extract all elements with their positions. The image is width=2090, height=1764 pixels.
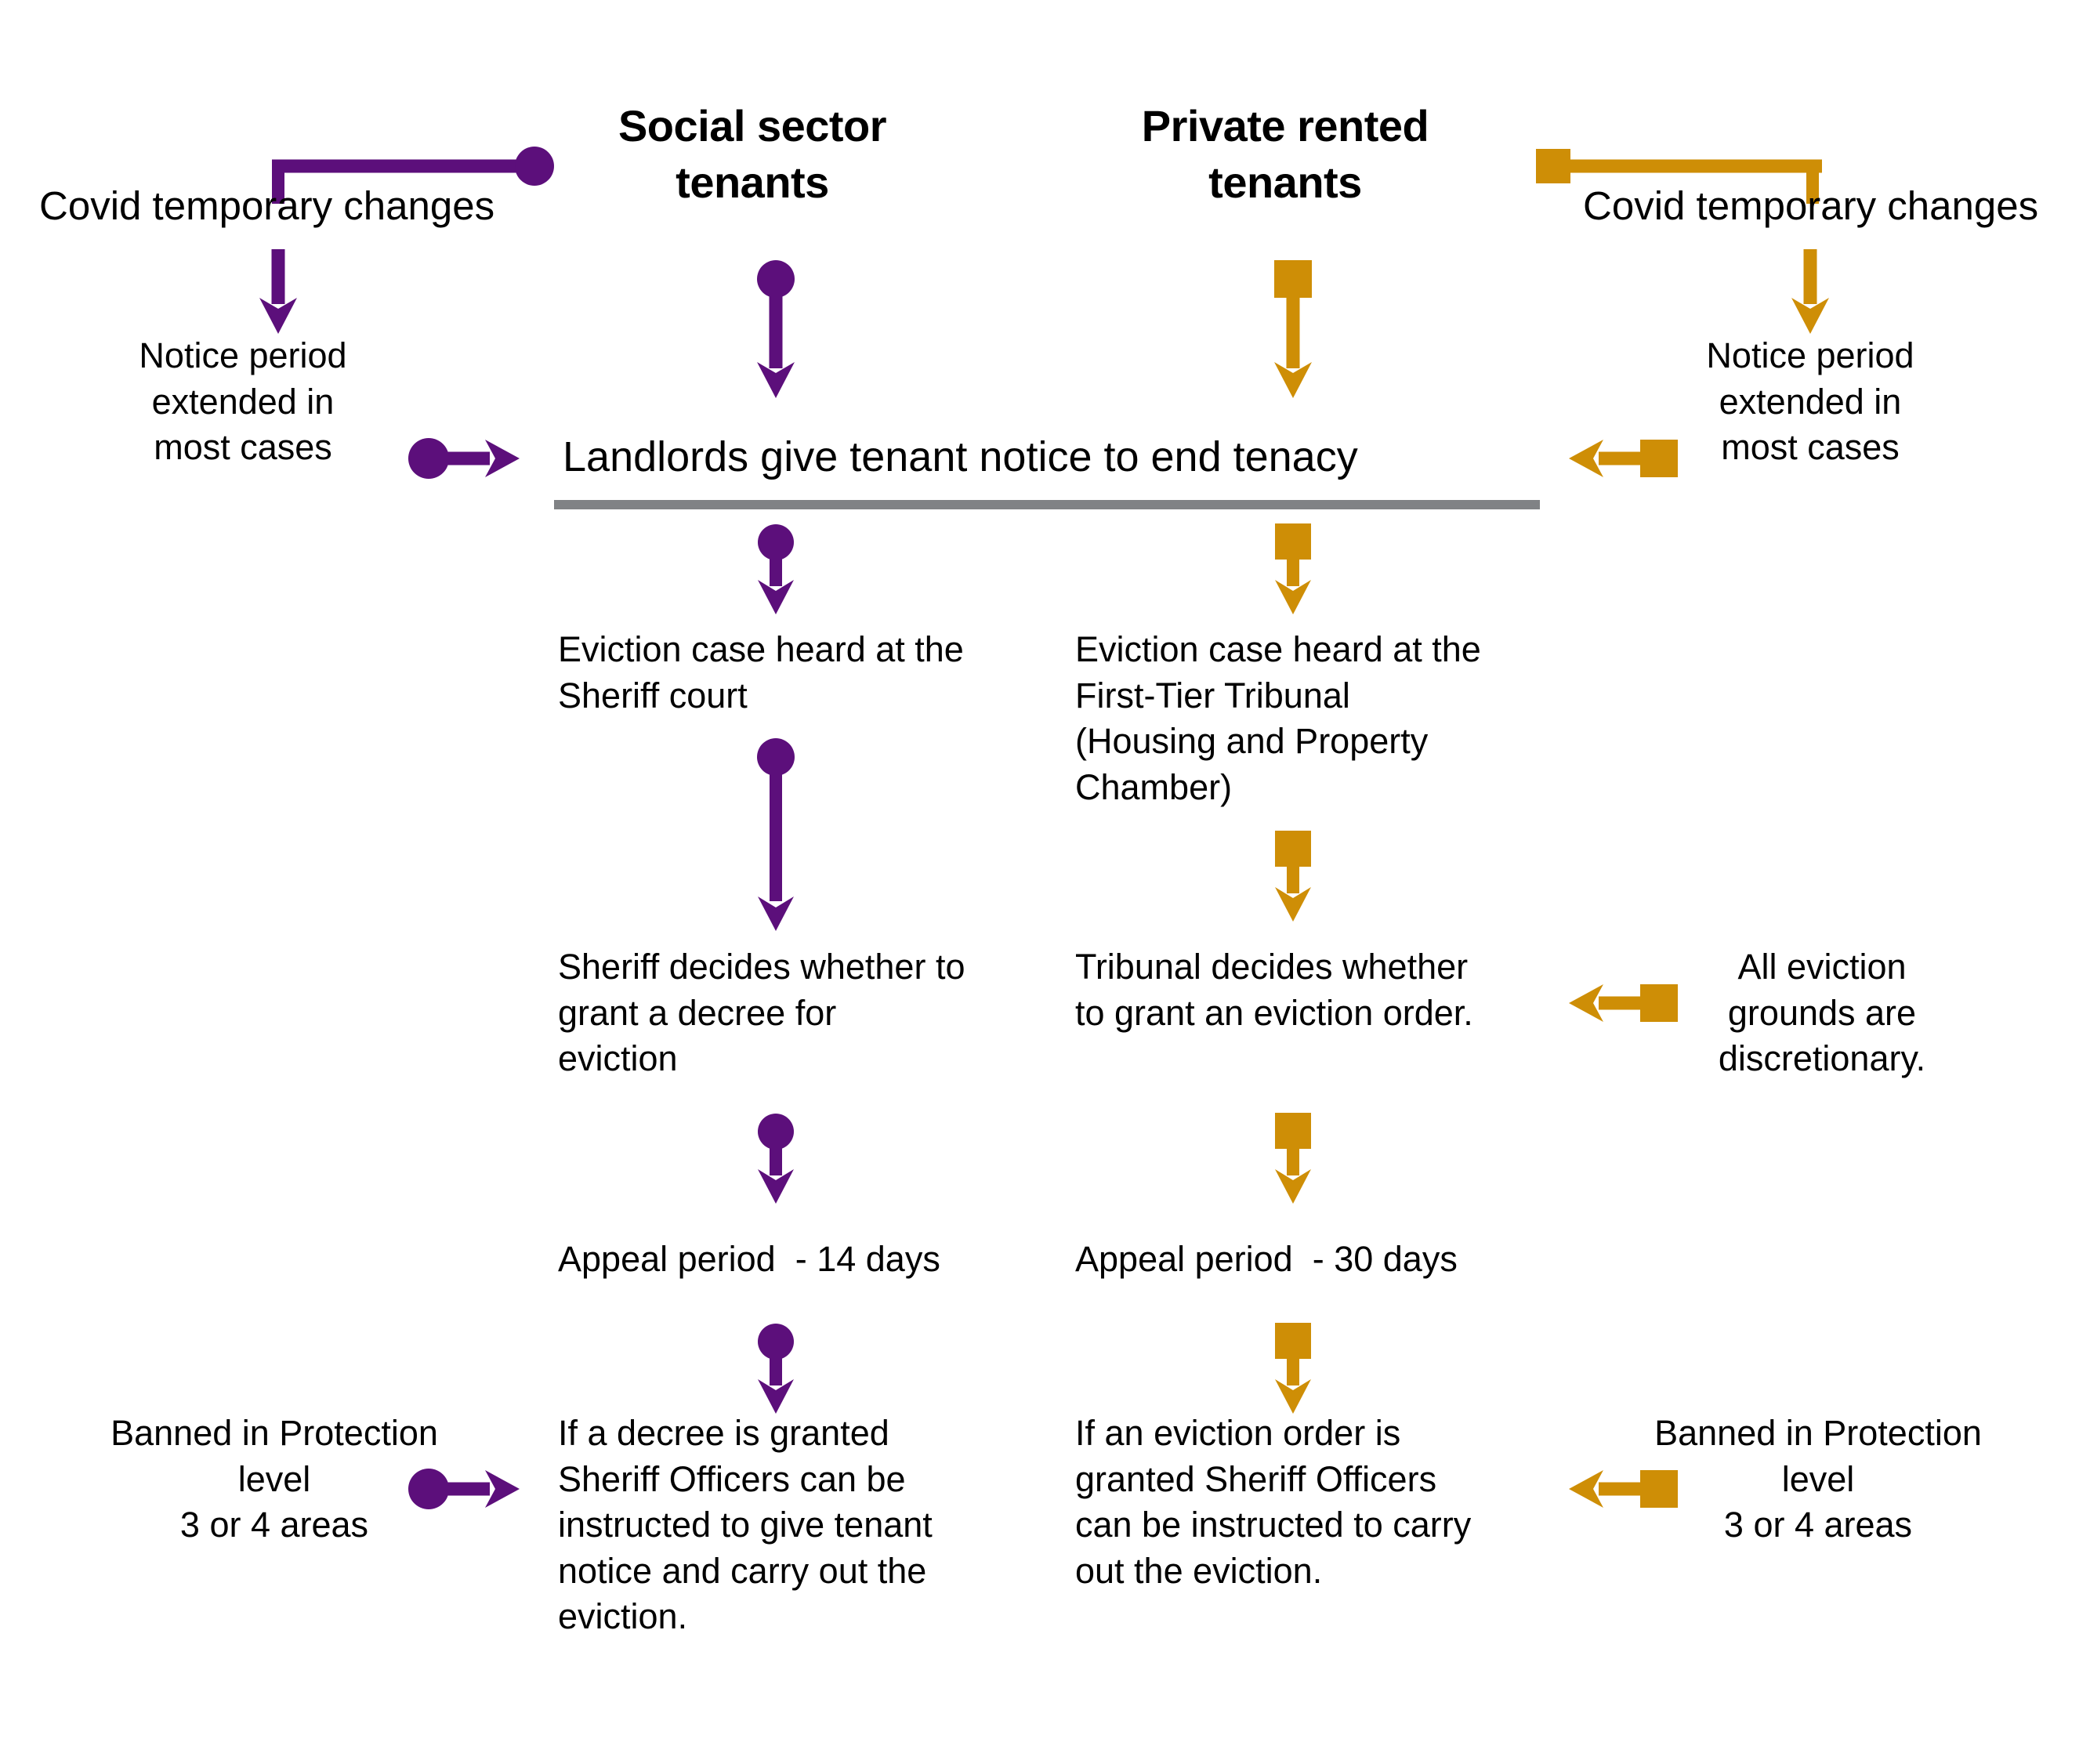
step-private-eviction-case-heard: Eviction case heard at the First-Tier Tr… bbox=[1075, 629, 1481, 807]
arrow-right-discretionary-to-tribunal bbox=[1569, 984, 1678, 1022]
arrow-left-banned-to-enforcement bbox=[408, 1469, 520, 1509]
step-social-eviction-case-heard: Eviction case heard at the Sheriff court bbox=[558, 629, 964, 715]
label-right-banned-protection-level: Banned in Protection level 3 or 4 areas bbox=[1654, 1413, 1982, 1545]
arrow-social-appeal-to-enforcement bbox=[758, 1324, 794, 1414]
arrow-left-notice-to-landlords bbox=[408, 438, 520, 479]
heading-private-rented-tenants: Private rented tenants bbox=[1141, 101, 1429, 207]
step-social-decree-granted-enforcement: If a decree is granted Sheriff Officers … bbox=[558, 1413, 933, 1636]
connector-left-covid-elbow bbox=[272, 147, 554, 204]
arrow-private-landlords-to-tribunal bbox=[1275, 523, 1311, 614]
label-right-notice-period-extended: Notice period extended in most cases bbox=[1706, 335, 1914, 467]
step-private-order-granted-enforcement: If an eviction order is granted Sheriff … bbox=[1075, 1413, 1472, 1591]
label-left-notice-period-extended: Notice period extended in most cases bbox=[139, 335, 347, 467]
step-social-appeal-period: Appeal period - 14 days bbox=[558, 1239, 940, 1279]
arrow-social-decision-to-appeal bbox=[758, 1114, 794, 1204]
arrow-right-notice-to-landlords bbox=[1569, 440, 1678, 477]
connector-right-covid-elbow bbox=[1536, 149, 1822, 204]
label-landlords-give-notice: Landlords give tenant notice to end tena… bbox=[563, 433, 1358, 480]
label-right-covid-temporary-changes: Covid temporary changes bbox=[1583, 183, 2039, 228]
arrow-private-tribunal-to-decision bbox=[1275, 831, 1311, 922]
step-private-appeal-period: Appeal period - 30 days bbox=[1075, 1239, 1458, 1279]
label-left-covid-temporary-changes: Covid temporary changes bbox=[39, 183, 495, 228]
step-social-sheriff-decides: Sheriff decides whether to grant a decre… bbox=[558, 947, 965, 1078]
label-left-banned-protection-level: Banned in Protection level 3 or 4 areas bbox=[110, 1413, 438, 1545]
arrow-social-court-to-decision bbox=[757, 738, 795, 931]
heading-social-sector-tenants: Social sector tenants bbox=[618, 101, 887, 207]
arrow-social-landlords-to-court bbox=[758, 524, 794, 614]
step-private-tribunal-decides: Tribunal decides whether to grant an evi… bbox=[1075, 947, 1473, 1033]
arrow-private-appeal-to-enforcement bbox=[1275, 1323, 1311, 1414]
arrow-private-decision-to-appeal bbox=[1275, 1113, 1311, 1204]
arrow-right-covid-to-notice bbox=[1791, 249, 1829, 334]
label-all-eviction-grounds-discretionary: All eviction grounds are discretionary. bbox=[1718, 947, 1926, 1078]
section-divider bbox=[554, 500, 1540, 509]
arrow-left-covid-to-notice bbox=[259, 249, 297, 334]
arrow-private-heading-to-landlords bbox=[1274, 260, 1312, 398]
arrow-social-heading-to-landlords bbox=[757, 260, 795, 398]
arrow-right-banned-to-enforcement bbox=[1569, 1470, 1678, 1508]
